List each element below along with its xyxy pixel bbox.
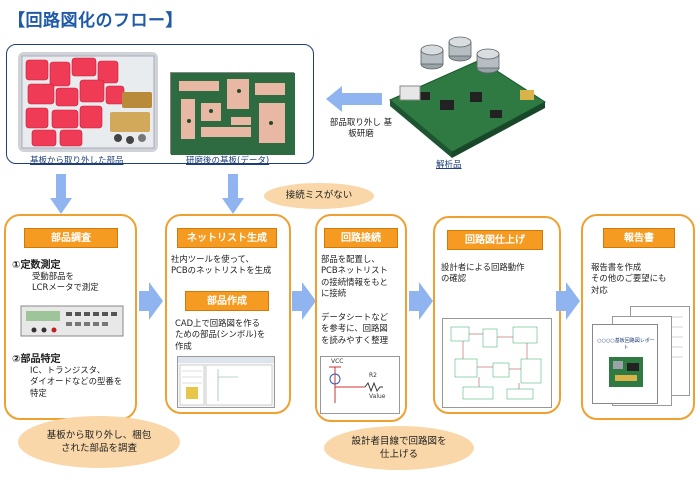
part-identify-text: IC、トランジスタ、 ダイオードなどの型番を 特定 — [30, 365, 123, 398]
analysis-pcb-photo — [380, 30, 550, 160]
analysis-caption: 解析品 — [436, 160, 462, 170]
right-arrow-icon — [292, 282, 316, 320]
polished-board-photo — [170, 72, 295, 155]
constant-measure-text: 受動部品を LCRメータで測定 — [32, 271, 99, 293]
schematic-r2-label: R2 — [369, 372, 377, 379]
bubble-designer-view: 設計者目線で回路図を 仕上げる — [324, 426, 474, 470]
cad-screenshot — [177, 356, 275, 408]
stage-label-report: 報告書 — [603, 228, 675, 248]
schematic-vcc-label: VCC — [331, 358, 344, 365]
lcr-meter-image — [20, 302, 124, 340]
left-arrow-icon — [326, 86, 382, 112]
right-arrow-icon — [556, 282, 580, 320]
right-arrow-icon — [409, 282, 433, 320]
stage-label-netlist: ネットリスト生成 — [177, 228, 277, 248]
right-arrow-icon — [139, 282, 163, 320]
part-identify-title: ②部品特定 — [12, 354, 61, 365]
stage-label-circuit-connect: 回路接続 — [324, 228, 398, 248]
stage-label-parts-survey: 部品調査 — [24, 228, 118, 248]
finish-text: 設計者による回路動作 の確認 — [441, 262, 525, 284]
process-note: 部品取り外し 基板研磨 — [329, 118, 393, 140]
stage-label-part-create: 部品作成 — [185, 291, 269, 311]
report-text: 報告書を作成 その他のご要望にも 対応 — [591, 262, 667, 295]
schematic-value-label: Value — [369, 393, 386, 400]
bubble-parts-survey: 基板から取り外し、梱包 された部品を調査 — [18, 416, 180, 468]
bubble-no-connection-errors: 接続ミスがない — [264, 183, 374, 209]
board-caption: 研磨後の基板(データ) — [186, 156, 270, 166]
removed-parts-photo — [18, 52, 158, 152]
report-cover-title: ○○○○基板回路図レポート — [597, 338, 655, 351]
full-schematic-image — [442, 318, 552, 408]
constant-measure-title: ①定数測定 — [12, 260, 61, 271]
down-arrow-icon — [222, 174, 244, 214]
connect-text: 部品を配置し、 PCBネットリスト の接続情報をもと に接続 — [321, 254, 388, 299]
parts-caption: 基板から取り外した部品 — [30, 156, 124, 166]
part-create-text: CAD上で回路図を作る ための部品(シンボル)を 作成 — [175, 318, 266, 351]
schematic-snippet: VCC R2 Value — [320, 356, 400, 414]
organize-text: データシートなど を参考に、回路図 を読みやすく整理 — [321, 312, 388, 345]
netlist-text: 社内ツールを使って、 PCBのネットリストを生成 — [171, 254, 272, 276]
page-title: 【回路図化のフロー】 — [8, 11, 183, 31]
stage-label-schematic-finish: 回路図仕上げ — [447, 230, 543, 250]
report-cover: ○○○○基板回路図レポート — [592, 324, 658, 404]
down-arrow-icon — [50, 174, 72, 214]
